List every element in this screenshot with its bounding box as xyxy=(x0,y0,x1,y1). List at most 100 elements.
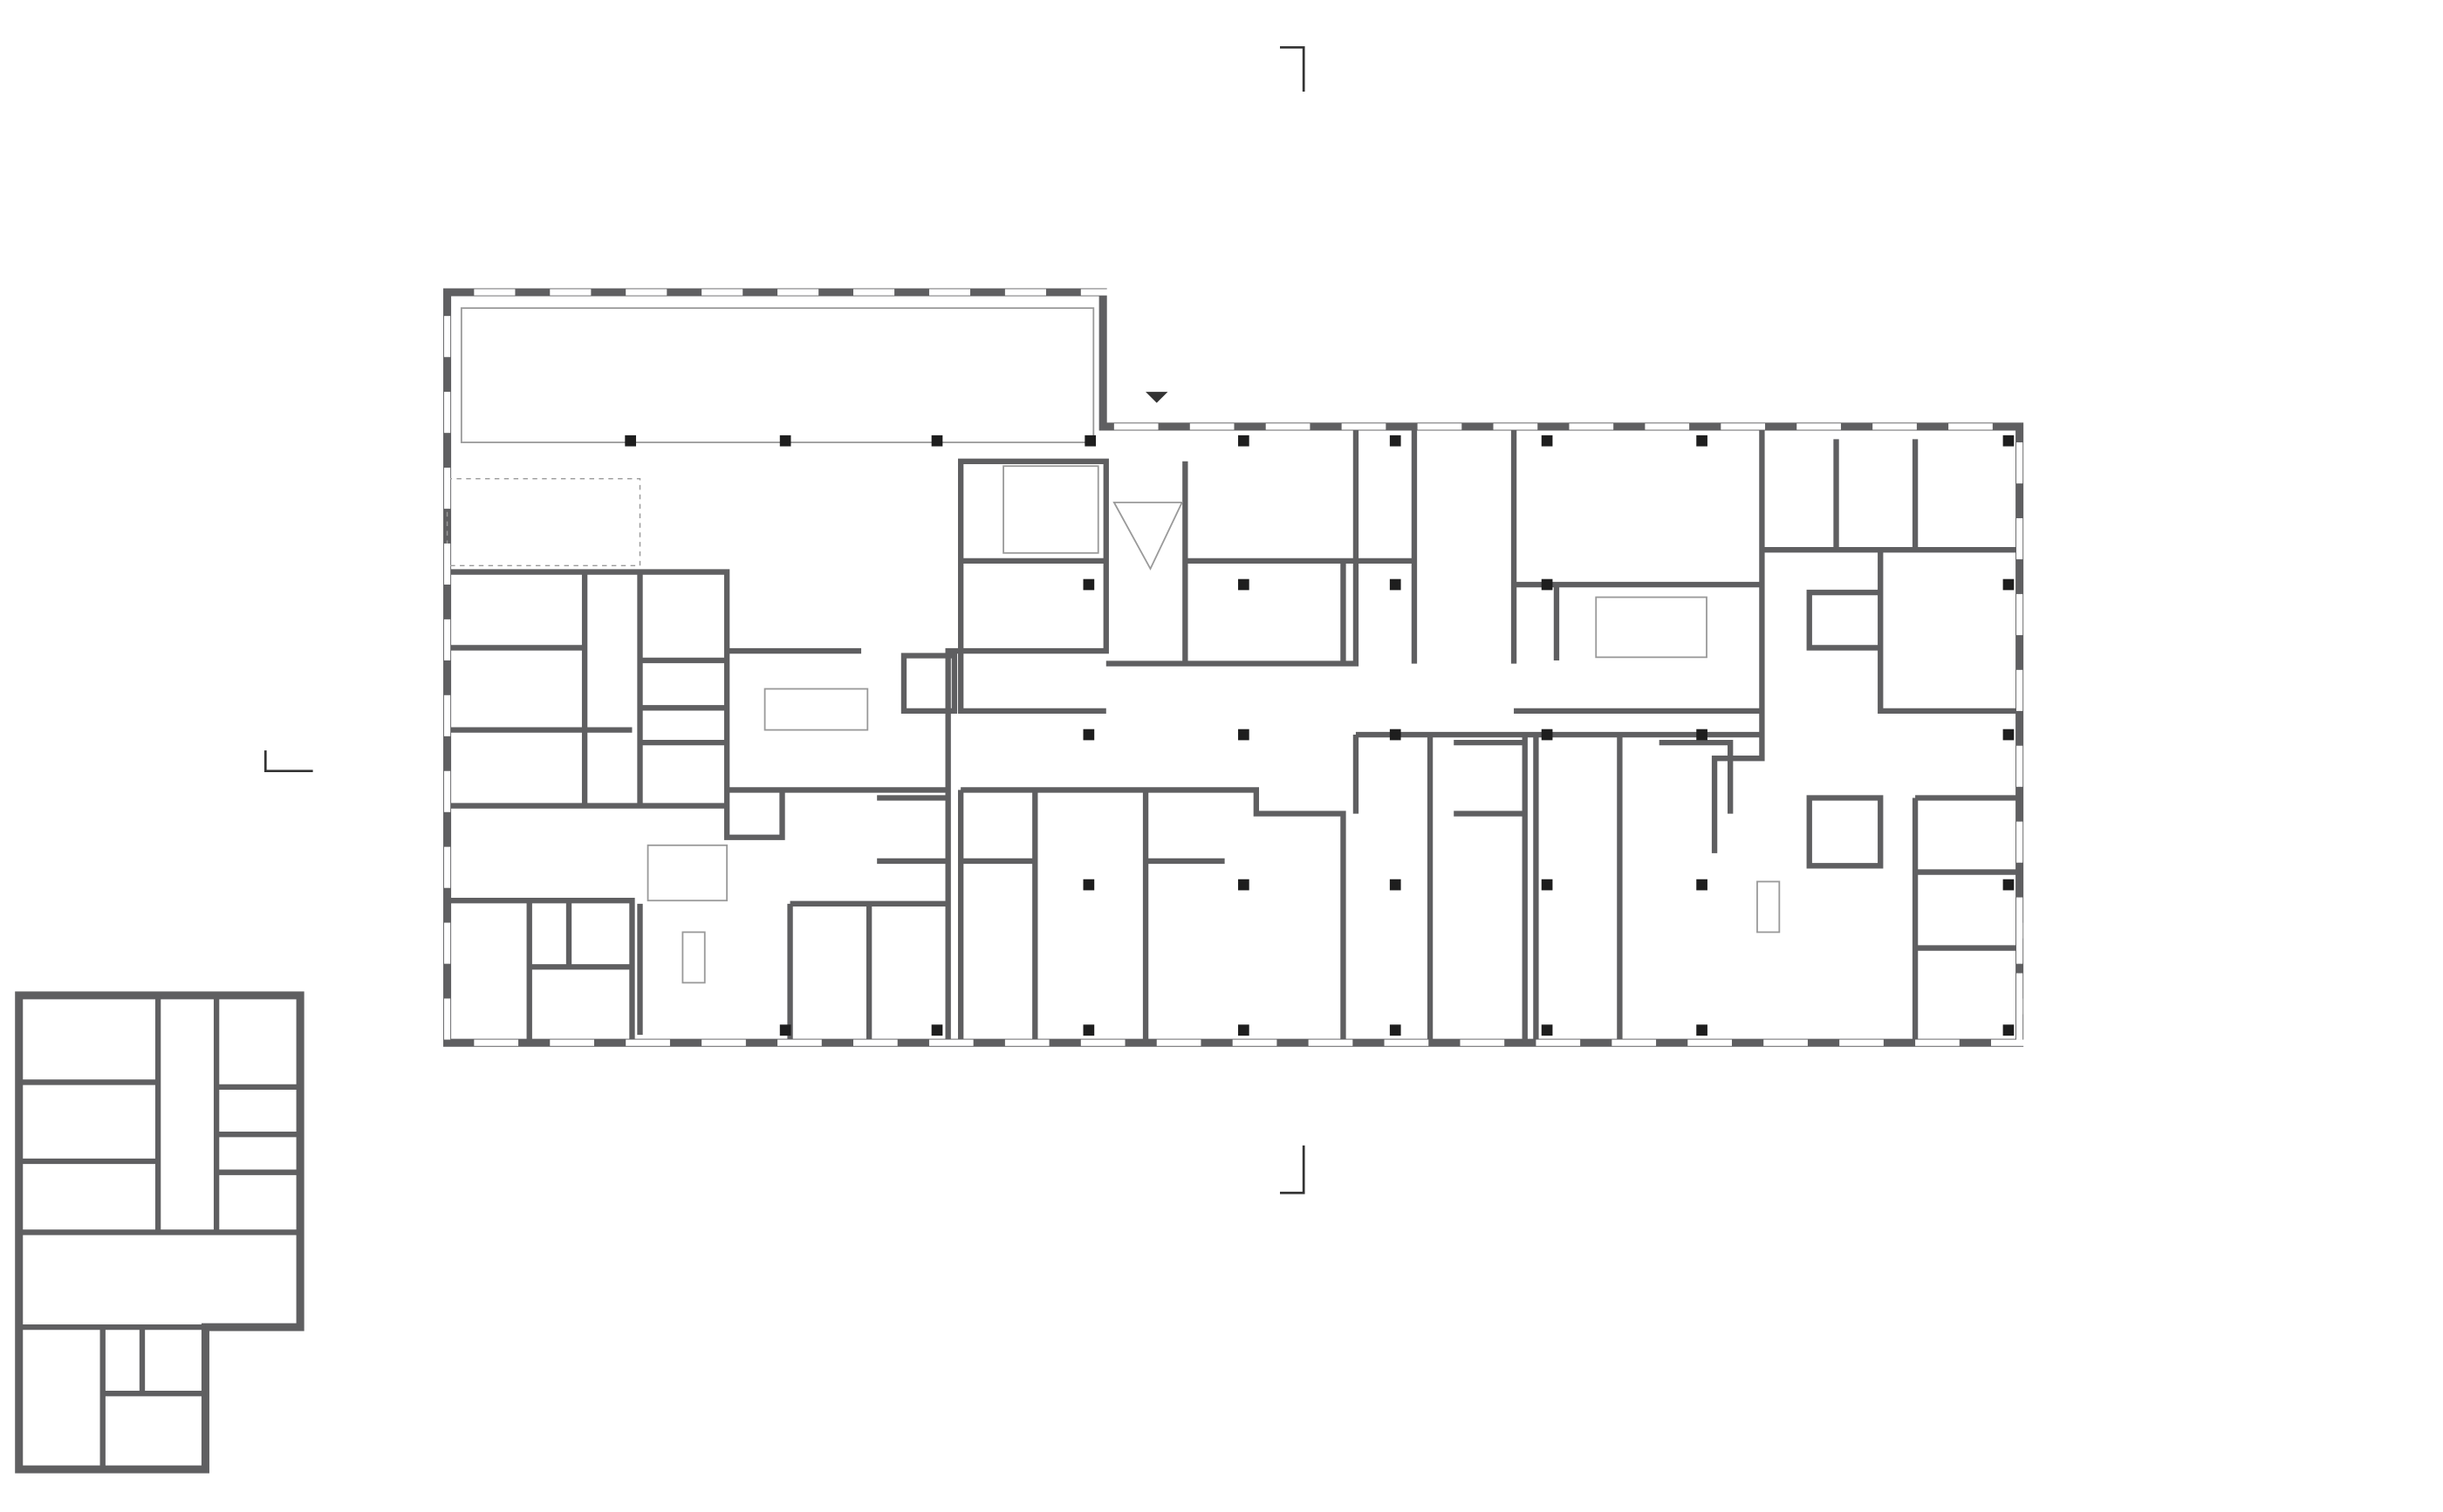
column xyxy=(1541,1024,1553,1037)
stair-2 xyxy=(1003,465,1099,554)
column xyxy=(2002,1024,2015,1037)
column xyxy=(931,1024,943,1037)
column xyxy=(1696,434,1707,447)
site-lines xyxy=(0,27,2443,1469)
window-opening xyxy=(1384,1039,1429,1046)
window-opening xyxy=(2015,922,2023,964)
site-boundary xyxy=(430,240,2275,448)
kitchen-island-1 xyxy=(681,931,706,984)
section-marker-bottom xyxy=(1280,1145,1305,1194)
section-marker-left xyxy=(263,750,313,773)
canopy-box-2 xyxy=(1714,307,1778,372)
column xyxy=(1696,1024,1707,1037)
columns xyxy=(625,434,2015,1037)
column xyxy=(1238,1024,1249,1037)
column xyxy=(1541,729,1553,741)
window-opening xyxy=(777,1039,822,1046)
column xyxy=(1083,1024,1095,1037)
column xyxy=(1238,434,1249,447)
kitchen-island-2 xyxy=(1756,880,1781,934)
column xyxy=(1541,434,1553,447)
window-opening xyxy=(2015,517,2023,560)
window-opening xyxy=(1763,1039,1808,1046)
window-opening xyxy=(1536,1039,1581,1046)
window-opening xyxy=(1417,423,1462,430)
window-opening xyxy=(928,289,971,296)
column xyxy=(1389,1024,1401,1037)
stair-4 xyxy=(647,844,729,902)
annex-stair xyxy=(229,1272,284,1319)
window-opening xyxy=(1612,1039,1657,1046)
column xyxy=(2002,434,2015,447)
window-opening xyxy=(1493,423,1538,430)
lift-void xyxy=(1112,501,1184,571)
window-opening xyxy=(443,922,451,964)
window-opening xyxy=(443,846,451,888)
window-opening xyxy=(1080,289,1122,296)
window-opening xyxy=(443,770,451,812)
window-opening xyxy=(443,543,451,585)
wall-openings xyxy=(443,289,2036,1046)
column xyxy=(1389,434,1401,447)
window-opening xyxy=(1265,423,1310,430)
column xyxy=(2002,729,2015,741)
column xyxy=(1083,879,1095,891)
window-opening xyxy=(1156,1039,1201,1046)
window-opening xyxy=(1645,423,1690,430)
window-opening xyxy=(2015,973,2023,1015)
window-opening xyxy=(550,1039,594,1046)
canopy-box-1 xyxy=(1559,307,1624,372)
window-opening xyxy=(1915,1039,1960,1046)
window-opening xyxy=(1341,423,1386,430)
window-opening xyxy=(1948,423,1993,430)
main-outer-wall xyxy=(443,288,2024,1047)
column xyxy=(1541,879,1553,891)
column xyxy=(931,434,943,447)
window-opening xyxy=(1721,423,1766,430)
column xyxy=(1238,729,1249,741)
annex-building xyxy=(15,991,305,1474)
column xyxy=(1083,729,1095,741)
window-opening xyxy=(1569,423,1614,430)
entry-arrow xyxy=(1146,392,1168,403)
column xyxy=(779,434,791,447)
window-opening xyxy=(1687,1039,1732,1046)
stair-3 xyxy=(1595,596,1707,659)
roundabout-circle xyxy=(2152,27,2374,249)
window-opening xyxy=(701,289,743,296)
window-opening xyxy=(443,998,451,1040)
window-opening xyxy=(2015,745,2023,787)
west-terrace xyxy=(392,297,447,560)
window-opening xyxy=(443,619,451,660)
track-curve-1 xyxy=(442,121,2141,234)
column xyxy=(1541,578,1553,591)
window-opening xyxy=(443,392,451,434)
column xyxy=(1389,879,1401,891)
roundabout-track-1 xyxy=(2168,51,2310,193)
window-opening xyxy=(626,289,667,296)
window-opening xyxy=(2015,442,2023,484)
window-opening xyxy=(777,289,819,296)
window-opening xyxy=(1004,1039,1050,1046)
column xyxy=(1085,434,1097,447)
window-opening xyxy=(1189,423,1235,430)
sw-stair xyxy=(380,916,427,1003)
annex-interior-walls xyxy=(18,995,301,1470)
section-marker-top xyxy=(1280,45,1305,92)
column xyxy=(1389,578,1401,591)
column xyxy=(1083,578,1095,591)
east-ramp xyxy=(2157,458,2252,1011)
window-opening xyxy=(550,289,592,296)
column xyxy=(2002,578,2015,591)
window-opening xyxy=(474,1039,519,1046)
window-opening xyxy=(2015,821,2023,863)
window-opening xyxy=(1460,1039,1505,1046)
window-opening xyxy=(443,468,451,510)
diagonal-dash-1 xyxy=(31,569,447,995)
upper-hall xyxy=(460,307,1095,443)
window-opening xyxy=(1080,1039,1126,1046)
window-opening xyxy=(443,694,451,736)
window-opening xyxy=(626,1039,670,1046)
window-opening xyxy=(1232,1039,1277,1046)
